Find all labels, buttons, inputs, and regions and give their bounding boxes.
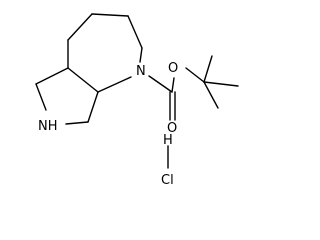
bond-c7-c5 (87, 91, 99, 123)
bond-c5-c1 (67, 67, 99, 93)
bond-c2-c3 (91, 13, 129, 17)
bond-quaternary-methyl-down (203, 81, 219, 109)
bond-quaternary-methyl-up (203, 55, 213, 83)
piperidine-ring (67, 13, 143, 93)
bond-ester-o-quaternary-c (185, 67, 205, 83)
atom-label-pyrrolidine-nh: NH (38, 119, 58, 134)
bond-c4-n (139, 47, 143, 63)
boc-group (148, 55, 239, 121)
atom-label-ring-nitrogen: N (136, 64, 146, 79)
bond-n-carbonyl-carbon (148, 75, 173, 93)
bond-c3-c4 (127, 15, 143, 49)
bond-n-c5 (97, 76, 132, 93)
bond-c6-nh (35, 83, 47, 111)
atom-label-carbonyl-oxygen: O (167, 121, 177, 136)
bond-carbonyl-carbon-ester-o (171, 77, 175, 93)
bond-c1-c2 (67, 13, 93, 41)
bond-quaternary-methyl-right (203, 81, 239, 87)
chemical-structure-diagram: N NH O O H Cl (35, 13, 239, 188)
atom-label-hcl-hydrogen: H (163, 133, 173, 148)
atom-label-hcl-chlorine: Cl (161, 173, 174, 188)
bond-fusion-c6 (35, 67, 69, 85)
bond-nh-c7 (65, 121, 89, 125)
atom-labels: N NH O O H Cl (38, 61, 178, 188)
pyrrolidine-ring (35, 67, 99, 125)
atom-label-ester-oxygen: O (168, 61, 178, 76)
